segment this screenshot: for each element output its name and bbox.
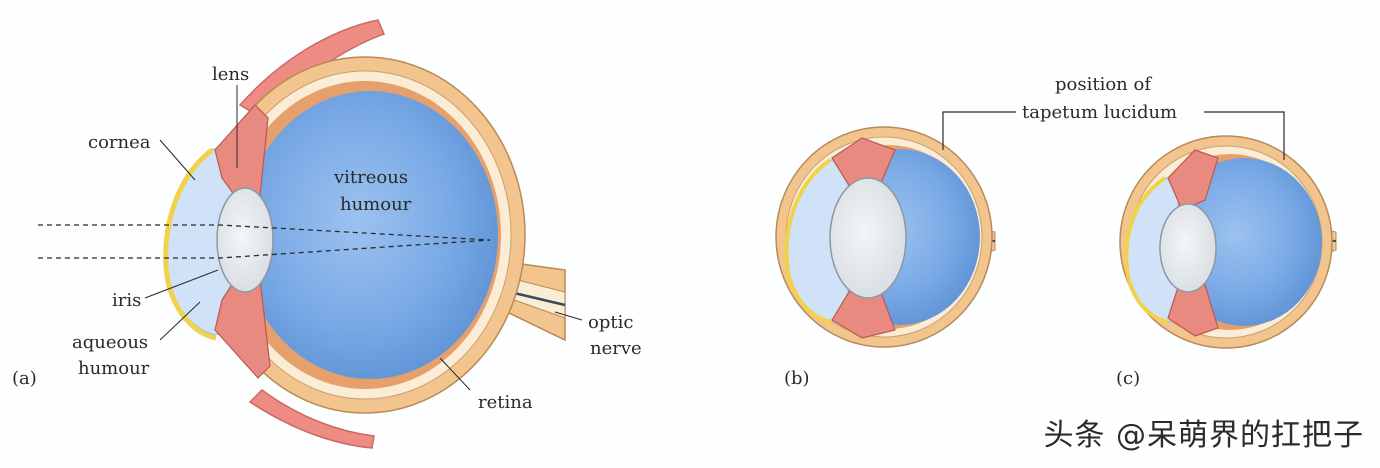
panel-label-b: (b) <box>784 368 810 389</box>
tapetum-bracket-right <box>1204 111 1285 160</box>
cornea-b <box>784 158 833 324</box>
cornea-c <box>1124 176 1169 324</box>
lens-c <box>1159 203 1217 293</box>
label-tapetum-2: tapetum lucidum <box>1022 102 1177 123</box>
lower-eyelid-muscle <box>248 389 375 449</box>
vitreous-humour <box>242 91 498 379</box>
label-lens: lens <box>212 64 249 85</box>
eye-a: lens cornea vitreous humour iris aqueous… <box>12 19 642 449</box>
leader-aqueous <box>159 301 201 341</box>
panel-label-a: (a) <box>12 368 37 389</box>
watermark-text: 头条 @呆萌界的扛把子 <box>1043 418 1364 453</box>
eye-c: (c) <box>1116 135 1337 389</box>
label-vitreous-1: vitreous <box>333 167 408 188</box>
label-iris: iris <box>112 290 141 311</box>
label-cornea: cornea <box>88 132 151 153</box>
label-retina: retina <box>478 392 533 413</box>
light-ray-top <box>38 224 491 241</box>
label-vitreous-2: humour <box>340 194 412 215</box>
eye-b: (b) <box>775 126 996 389</box>
light-ray-bottom <box>38 239 491 259</box>
label-optic-2: nerve <box>590 338 642 359</box>
label-optic-1: optic <box>588 312 633 333</box>
panel-label-c: (c) <box>1116 368 1140 389</box>
label-aqueous-1: aqueous <box>72 332 148 353</box>
leader-iris <box>144 269 219 299</box>
leader-cornea <box>159 139 196 181</box>
leader-retina <box>439 357 471 391</box>
iris-c-upper <box>1167 149 1219 211</box>
leader-optic <box>554 311 583 321</box>
label-tapetum-1: position of <box>1055 74 1152 95</box>
lens <box>216 187 274 293</box>
lens-b <box>829 177 907 299</box>
tapetum-bracket-left <box>942 111 1016 150</box>
label-aqueous-2: humour <box>78 358 150 379</box>
cornea <box>163 148 217 341</box>
tapetum-callout: position of tapetum lucidum <box>942 74 1285 160</box>
